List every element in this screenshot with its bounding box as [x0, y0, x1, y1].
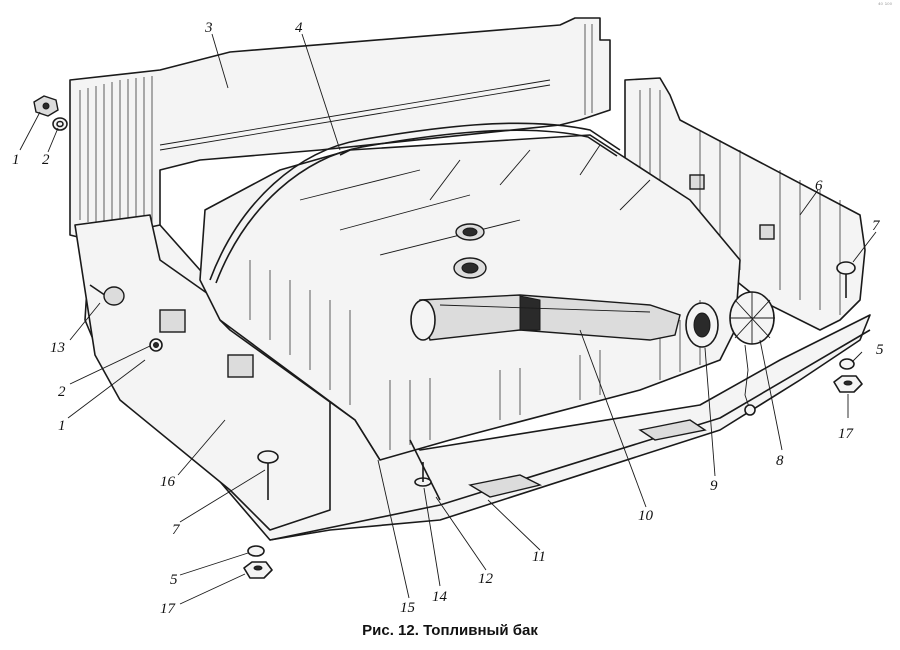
- callout-8: 8: [776, 453, 784, 469]
- callout-5-left: 5: [170, 572, 178, 588]
- callout-17-right: 17: [838, 426, 855, 442]
- callout-11: 11: [532, 549, 546, 565]
- callout-labels: 1 2 3 4 6 7 13 2 1 5 17 16 7 5 17 15 14 …: [12, 20, 884, 617]
- callout-14: 14: [432, 589, 448, 605]
- vent-hose: [209, 122, 621, 284]
- callout-1-mid: 1: [58, 418, 66, 434]
- callout-4: 4: [295, 20, 303, 36]
- callout-1-top: 1: [12, 152, 20, 168]
- callout-5-right: 5: [876, 342, 884, 358]
- figure-caption: Рис. 12. Топливный бак: [362, 622, 538, 639]
- leader-lines: [19, 33, 877, 605]
- callout-17-left: 17: [160, 601, 177, 617]
- corner-mark: ⁴⁰ ¹⁰⁰: [878, 2, 892, 9]
- filler-gasket: [685, 302, 719, 348]
- tank-strap: [409, 439, 441, 501]
- rear-partition: [69, 17, 611, 241]
- callout-16: 16: [160, 474, 176, 490]
- callout-6: 6: [815, 178, 823, 194]
- callout-2-mid: 2: [58, 384, 66, 400]
- callout-13: 13: [50, 340, 65, 356]
- filler-cap: [729, 291, 775, 416]
- callout-7-left: 7: [172, 522, 181, 538]
- fasteners: [33, 95, 863, 579]
- callout-2-top: 2: [42, 152, 50, 168]
- callout-10: 10: [638, 508, 654, 524]
- callout-7-right: 7: [872, 218, 881, 234]
- callout-12: 12: [478, 571, 494, 587]
- callout-15: 15: [400, 600, 416, 616]
- callout-3: 3: [204, 20, 213, 36]
- callout-9: 9: [710, 478, 718, 494]
- filler-neck: [410, 294, 681, 341]
